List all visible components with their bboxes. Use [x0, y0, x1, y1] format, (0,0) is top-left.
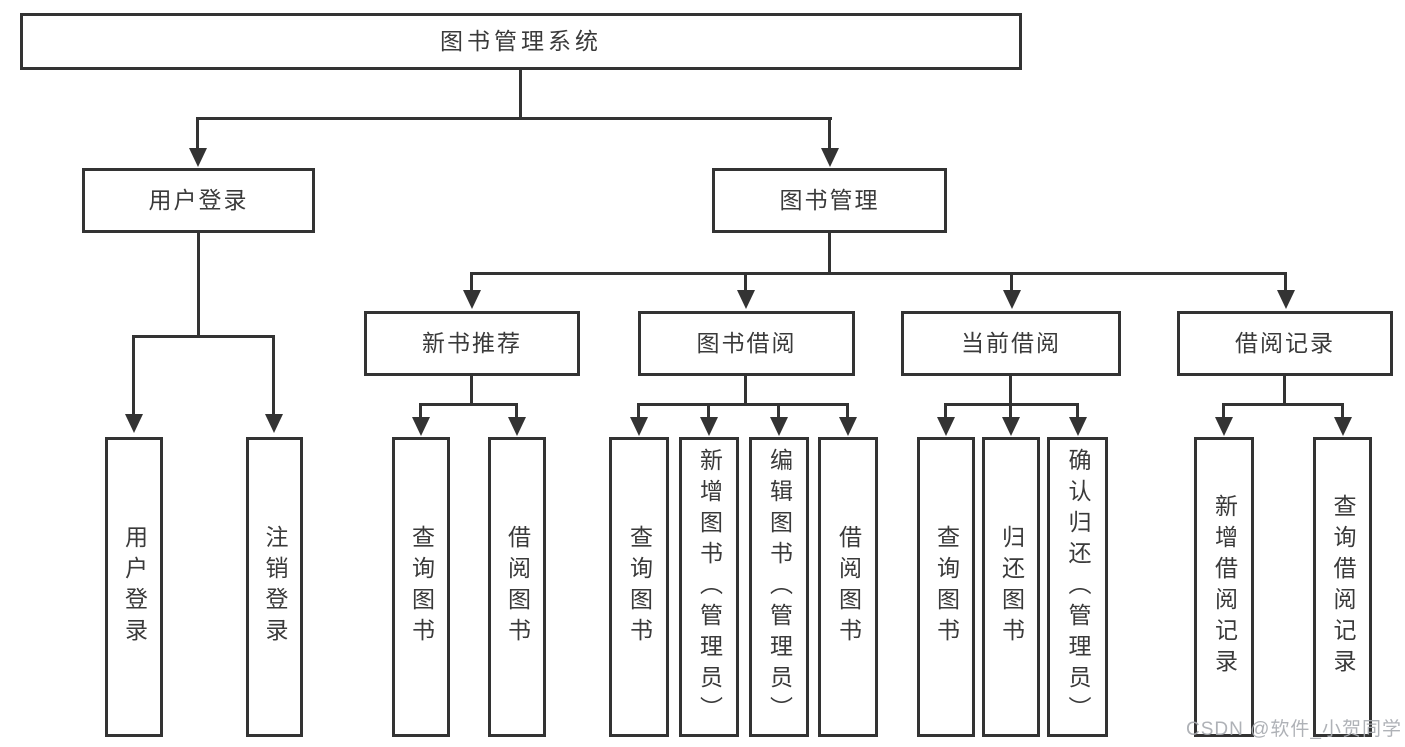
connector-line: [1222, 403, 1225, 419]
leaf-confirm-return-admin: 确认归还（管理员）: [1047, 437, 1108, 737]
arrow-down-icon: [1277, 290, 1295, 309]
node-library-management-system: 图书管理系统: [20, 13, 1022, 70]
arrow-down-icon: [839, 417, 857, 436]
connector-line: [1341, 403, 1344, 419]
arrow-down-icon: [700, 417, 718, 436]
leaf-logout: 注销登录: [246, 437, 303, 737]
connector-line: [1009, 376, 1012, 405]
arrow-down-icon: [1215, 417, 1233, 436]
connector-line: [777, 403, 780, 419]
connector-line: [196, 117, 832, 120]
arrow-down-icon: [737, 290, 755, 309]
leaf-label: 用户登录: [121, 525, 148, 649]
leaf-label: 借阅图书: [835, 525, 862, 649]
leaf-label: 新增图书（管理员）: [696, 447, 723, 727]
node-label: 用户登录: [148, 187, 249, 214]
connector-line: [637, 403, 849, 406]
connector-line: [132, 335, 135, 416]
node-new-book-recommend: 新书推荐: [364, 311, 580, 376]
leaf-label: 注销登录: [262, 525, 288, 649]
connector-line: [744, 272, 747, 292]
leaf-label: 借阅图书: [504, 525, 531, 649]
connector-line: [1222, 403, 1344, 406]
leaf-label: 查询图书: [933, 525, 960, 649]
connector-line: [470, 272, 473, 292]
leaf-label: 查询图书: [626, 525, 653, 649]
leaf-label: 查询图书: [408, 525, 435, 649]
node-label: 当前借阅: [961, 330, 1061, 357]
arrow-down-icon: [508, 417, 526, 436]
connector-line: [1284, 272, 1287, 292]
node-book-management: 图书管理: [712, 168, 947, 233]
connector-line: [1009, 403, 1012, 419]
connector-line: [272, 335, 275, 416]
leaf-add-book-admin: 新增图书（管理员）: [679, 437, 739, 737]
connector-line: [1283, 376, 1286, 405]
arrow-down-icon: [821, 148, 839, 167]
arrow-down-icon: [189, 148, 207, 167]
arrow-down-icon: [1334, 417, 1352, 436]
leaf-label: 查询借阅记录: [1330, 494, 1356, 680]
connector-line: [846, 403, 849, 419]
connector-line: [944, 403, 947, 419]
connector-line: [419, 403, 518, 406]
leaf-label: 编辑图书（管理员）: [766, 447, 793, 727]
arrow-down-icon: [937, 417, 955, 436]
leaf-query-books-current: 查询图书: [917, 437, 975, 737]
connector-line: [419, 403, 422, 419]
arrow-down-icon: [125, 414, 143, 433]
connector-line: [470, 272, 1287, 275]
leaf-borrow-books-borrowing: 借阅图书: [818, 437, 878, 737]
arrow-down-icon: [1069, 417, 1087, 436]
leaf-label: 归还图书: [998, 525, 1025, 649]
connector-line: [515, 403, 518, 419]
node-user-login: 用户登录: [82, 168, 315, 233]
arrow-down-icon: [770, 417, 788, 436]
node-label: 新书推荐: [422, 330, 522, 357]
arrow-down-icon: [463, 290, 481, 309]
leaf-return-books: 归还图书: [982, 437, 1040, 737]
node-borrowing-records: 借阅记录: [1177, 311, 1393, 376]
connector-line: [707, 403, 710, 419]
connector-line: [470, 376, 473, 405]
connector-line: [1010, 272, 1013, 292]
node-label: 图书借阅: [696, 330, 797, 357]
leaf-query-borrow-record: 查询借阅记录: [1313, 437, 1372, 737]
leaf-edit-book-admin: 编辑图书（管理员）: [749, 437, 809, 737]
leaf-add-borrow-record: 新增借阅记录: [1194, 437, 1254, 737]
connector-line: [637, 403, 640, 419]
arrow-down-icon: [265, 414, 283, 433]
connector-line: [828, 233, 831, 274]
connector-line: [1076, 403, 1079, 419]
connector-line: [519, 68, 522, 120]
leaf-borrow-books-recommend: 借阅图书: [488, 437, 546, 737]
leaf-label: 新增借阅记录: [1211, 494, 1238, 680]
connector-line: [132, 335, 275, 338]
node-current-borrowing: 当前借阅: [901, 311, 1121, 376]
arrow-down-icon: [1002, 417, 1020, 436]
connector-line: [744, 376, 747, 405]
connector-line: [828, 117, 831, 150]
leaf-label: 确认归还（管理员）: [1065, 447, 1091, 727]
leaf-query-books-borrowing: 查询图书: [609, 437, 669, 737]
arrow-down-icon: [630, 417, 648, 436]
leaf-query-books-recommend: 查询图书: [392, 437, 450, 737]
connector-line: [197, 233, 200, 337]
arrow-down-icon: [1003, 290, 1021, 309]
node-book-borrowing: 图书借阅: [638, 311, 855, 376]
arrow-down-icon: [412, 417, 430, 436]
node-label: 借阅记录: [1235, 330, 1335, 357]
connector-line: [196, 117, 199, 150]
leaf-user-login: 用户登录: [105, 437, 163, 737]
csdn-watermark: CSDN @软件_小贺同学: [1186, 719, 1402, 740]
node-label: 图书管理: [779, 187, 880, 214]
node-label: 图书管理系统: [440, 28, 602, 55]
